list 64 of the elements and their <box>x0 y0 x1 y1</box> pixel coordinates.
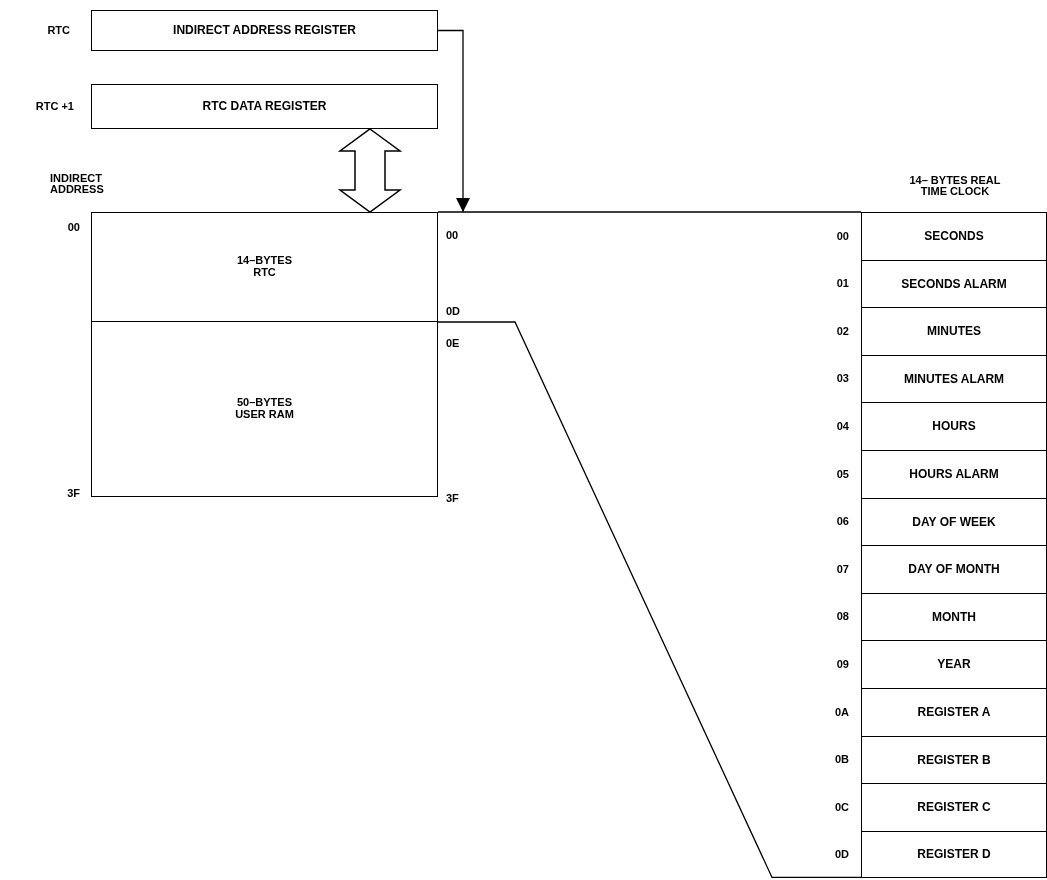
connector-line <box>437 321 862 879</box>
register-cell <box>861 307 1047 355</box>
address-label: RTC <box>46 23 70 39</box>
register-cell <box>861 783 1047 831</box>
block-label: DAY OF MONTH <box>908 563 1000 576</box>
address-label: 0A <box>833 704 849 720</box>
block-label: MINUTES <box>927 325 981 338</box>
register-cell <box>861 640 1047 688</box>
block-label: SECONDS ALARM <box>901 277 1007 291</box>
address-label: 00 <box>446 230 459 242</box>
memory-block <box>91 212 438 322</box>
block-label: MONTH <box>932 610 976 624</box>
address-label: 3F <box>446 493 459 505</box>
block-label: 14–BYTES RTC <box>236 255 293 279</box>
address-label: 09 <box>835 656 849 672</box>
address-label: 05 <box>835 466 849 482</box>
address-label: 0B <box>833 752 849 768</box>
block-label: SECONDS <box>924 230 984 243</box>
memory-block <box>91 321 438 497</box>
address-label: 06 <box>835 514 849 530</box>
block-label: HOURS ALARM <box>909 468 999 481</box>
register-cell <box>861 830 1047 879</box>
block-label: REGISTER B <box>917 753 991 767</box>
block-label: DAY OF WEEK <box>912 515 996 529</box>
address-label: 07 <box>835 561 849 577</box>
address-label: 08 <box>835 609 849 625</box>
block-label: REGISTER C <box>917 801 991 814</box>
register-cell <box>861 688 1047 736</box>
register-cell <box>861 402 1047 450</box>
address-label: 0E <box>446 338 460 350</box>
arrow <box>437 29 470 213</box>
block-label: RTC DATA REGISTER <box>202 100 327 113</box>
register-cell <box>861 450 1047 498</box>
connector-line <box>437 211 862 213</box>
address-label: 00 <box>835 228 849 244</box>
register-cell <box>861 497 1047 546</box>
block-label: INDIRECT ADDRESS REGISTER <box>173 24 356 37</box>
address-label: 04 <box>835 418 849 434</box>
block-label: REGISTER A <box>917 706 991 719</box>
memory-block <box>91 10 438 51</box>
column-heading: INDIRECT ADDRESS <box>50 172 105 196</box>
block-label: YEAR <box>937 658 971 671</box>
address-label: 02 <box>835 323 849 339</box>
address-label: 00 <box>67 222 80 234</box>
double-arrow <box>337 128 403 213</box>
memory-block <box>91 84 438 129</box>
register-cell <box>861 545 1047 593</box>
register-cell <box>861 212 1047 260</box>
register-cell <box>861 259 1047 308</box>
register-cell <box>861 592 1047 641</box>
address-label: 0D <box>446 306 461 318</box>
block-label: MINUTES ALARM <box>903 372 1005 386</box>
block-label: 50–BYTES USER RAM <box>234 397 295 421</box>
column-heading: 14– BYTES REAL TIME CLOCK <box>908 174 1002 198</box>
address-label: 01 <box>835 276 849 292</box>
register-cell <box>861 735 1047 784</box>
address-label: 0C <box>833 799 849 815</box>
block-label: REGISTER D <box>917 848 991 861</box>
address-label: 03 <box>835 371 849 387</box>
block-label: HOURS <box>932 420 976 433</box>
address-label: 3F <box>67 488 80 500</box>
address-label: RTC +1 <box>34 99 74 115</box>
register-cell <box>861 354 1047 403</box>
address-label: 0D <box>833 847 849 863</box>
